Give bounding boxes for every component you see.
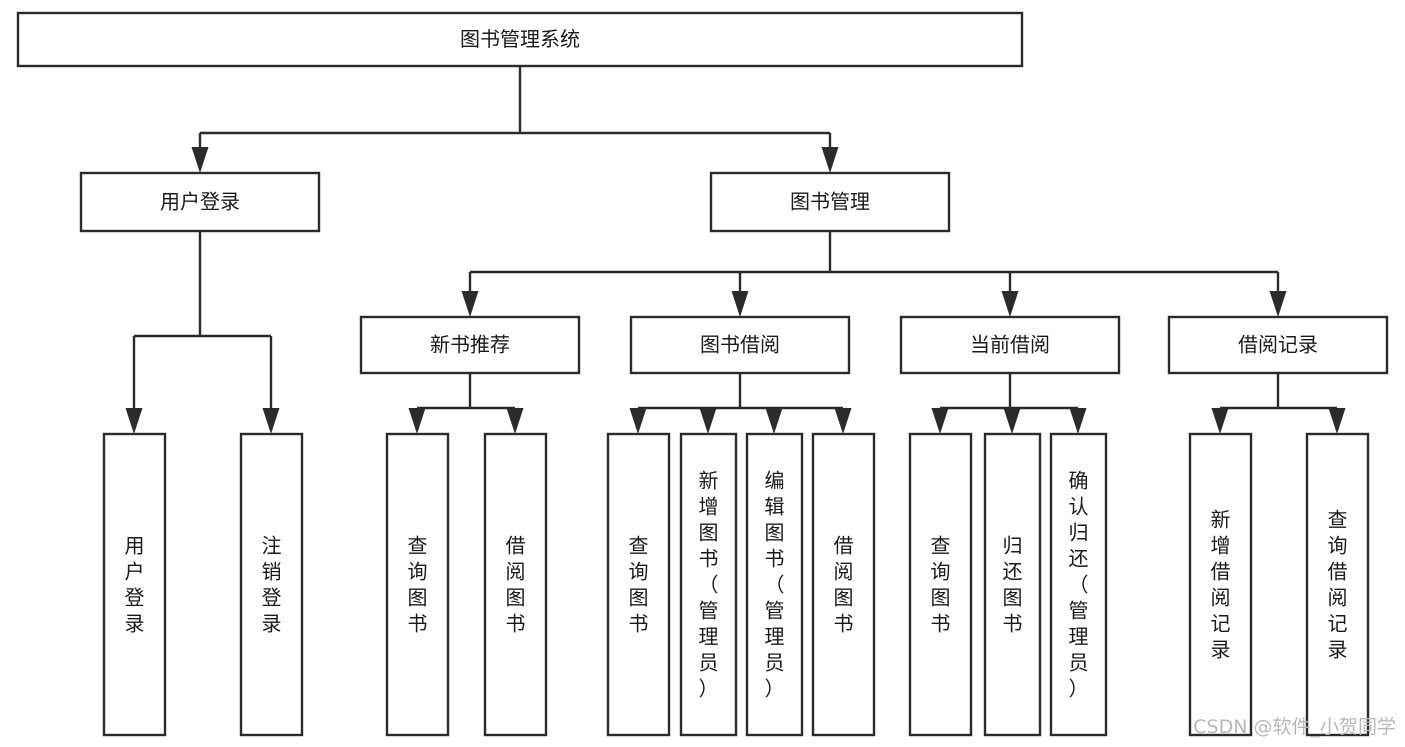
- node-leaf-borrow-edit[interactable]: 编辑图书（管理员）: [745, 432, 804, 737]
- node-box[interactable]: [79, 171, 321, 233]
- watermark-layer: CSDN @软件_小贺同学: [1193, 716, 1396, 738]
- connector-group: [461, 231, 1287, 317]
- node-leaf-rec-query[interactable]: 查询图书: [385, 432, 450, 737]
- node-root[interactable]: 图书管理系统: [16, 11, 1024, 68]
- connector-group: [408, 373, 524, 434]
- node-label: 借阅图书: [834, 534, 854, 636]
- node-box[interactable]: [359, 315, 581, 375]
- node-box[interactable]: [709, 171, 951, 233]
- csdn-watermark: CSDN @软件_小贺同学: [1193, 716, 1396, 738]
- node-box[interactable]: [385, 432, 450, 737]
- node-leaf-rec-add[interactable]: 新增借阅记录: [1188, 432, 1253, 737]
- node-label: 查询借阅记录: [1328, 508, 1348, 662]
- node-box[interactable]: [899, 315, 1121, 375]
- node-box[interactable]: [1188, 432, 1253, 737]
- node-leaf-cur-return[interactable]: 归还图书: [983, 432, 1042, 737]
- node-user-login[interactable]: 用户登录: [79, 171, 321, 233]
- connector-group: [125, 231, 280, 434]
- node-leaf-rec-borrow[interactable]: 借阅图书: [483, 432, 548, 737]
- node-book-borrow[interactable]: 图书借阅: [629, 315, 851, 375]
- node-label: 用户登录: [160, 190, 240, 214]
- connector-arrowhead-icon: [125, 408, 143, 434]
- node-box[interactable]: [1167, 315, 1389, 375]
- connector-group: [1211, 373, 1346, 434]
- node-leaf-user-login[interactable]: 用户登录: [102, 432, 167, 737]
- node-leaf-user-logout[interactable]: 注销登录: [239, 432, 304, 737]
- connector-layer: [125, 66, 1346, 434]
- node-label: 新增图书（管理员）: [699, 469, 719, 701]
- node-borrow-record[interactable]: 借阅记录: [1167, 315, 1389, 375]
- node-label: 归还图书: [1003, 534, 1023, 636]
- connector-arrowhead-icon: [834, 408, 852, 434]
- node-box[interactable]: [983, 432, 1042, 737]
- node-book-manage[interactable]: 图书管理: [709, 171, 951, 233]
- node-leaf-borrow-add[interactable]: 新增图书（管理员）: [679, 432, 738, 737]
- node-box[interactable]: [679, 432, 738, 737]
- node-box[interactable]: [239, 432, 304, 737]
- node-box[interactable]: [1049, 432, 1108, 737]
- connector-arrowhead-icon: [731, 291, 749, 317]
- node-label: 新增借阅记录: [1211, 508, 1231, 662]
- node-box[interactable]: [811, 432, 876, 737]
- connector-arrowhead-icon: [931, 408, 949, 434]
- node-leaf-cur-query[interactable]: 查询图书: [908, 432, 973, 737]
- connector-group: [931, 373, 1087, 434]
- connector-arrowhead-icon: [408, 408, 426, 434]
- node-label: 当前借阅: [970, 333, 1050, 357]
- node-new-book-rec[interactable]: 新书推荐: [359, 315, 581, 375]
- connector-arrowhead-icon: [461, 291, 479, 317]
- node-label: 借阅记录: [1238, 333, 1318, 357]
- node-leaf-rec-query-record[interactable]: 查询借阅记录: [1305, 432, 1370, 737]
- node-label: 确认归还（管理员）: [1069, 469, 1089, 701]
- connector-arrowhead-icon: [629, 408, 647, 434]
- connector-arrowhead-icon: [765, 408, 783, 434]
- node-label: 查询图书: [408, 534, 428, 636]
- node-label: 图书管理: [790, 190, 870, 214]
- node-label: 图书借阅: [700, 333, 780, 357]
- connector-arrowhead-icon: [699, 408, 717, 434]
- connector-group: [191, 66, 839, 173]
- connector-group: [629, 373, 852, 434]
- node-box[interactable]: [102, 432, 167, 737]
- node-label: 编辑图书（管理员）: [765, 469, 785, 701]
- node-box[interactable]: [16, 11, 1024, 68]
- node-label: 用户登录: [125, 534, 145, 636]
- node-box[interactable]: [606, 432, 671, 737]
- connector-arrowhead-icon: [1269, 291, 1287, 317]
- connector-arrowhead-icon: [506, 408, 524, 434]
- connector-arrowhead-icon: [1001, 291, 1019, 317]
- node-leaf-cur-confirm[interactable]: 确认归还（管理员）: [1049, 432, 1108, 737]
- node-label: 注销登录: [262, 534, 282, 636]
- connector-arrowhead-icon: [1211, 408, 1229, 434]
- node-label: 借阅图书: [506, 534, 526, 636]
- node-label: 新书推荐: [430, 333, 510, 357]
- connector-arrowhead-icon: [1328, 408, 1346, 434]
- connector-arrowhead-icon: [1069, 408, 1087, 434]
- connector-arrowhead-icon: [262, 408, 280, 434]
- connector-arrowhead-icon: [1003, 408, 1021, 434]
- node-leaf-borrow-query[interactable]: 查询图书: [606, 432, 671, 737]
- connector-arrowhead-icon: [191, 147, 209, 173]
- node-label: 图书管理系统: [460, 27, 580, 51]
- node-box[interactable]: [483, 432, 548, 737]
- node-box[interactable]: [629, 315, 851, 375]
- node-box[interactable]: [908, 432, 973, 737]
- node-box[interactable]: [1305, 432, 1370, 737]
- connector-arrowhead-icon: [821, 147, 839, 173]
- node-label: 查询图书: [629, 534, 649, 636]
- node-current-borrow[interactable]: 当前借阅: [899, 315, 1121, 375]
- node-label: 查询图书: [931, 534, 951, 636]
- node-layer: 图书管理系统用户登录图书管理新书推荐图书借阅当前借阅借阅记录用户登录注销登录查询…: [16, 11, 1389, 737]
- node-box[interactable]: [745, 432, 804, 737]
- node-leaf-borrow-do[interactable]: 借阅图书: [811, 432, 876, 737]
